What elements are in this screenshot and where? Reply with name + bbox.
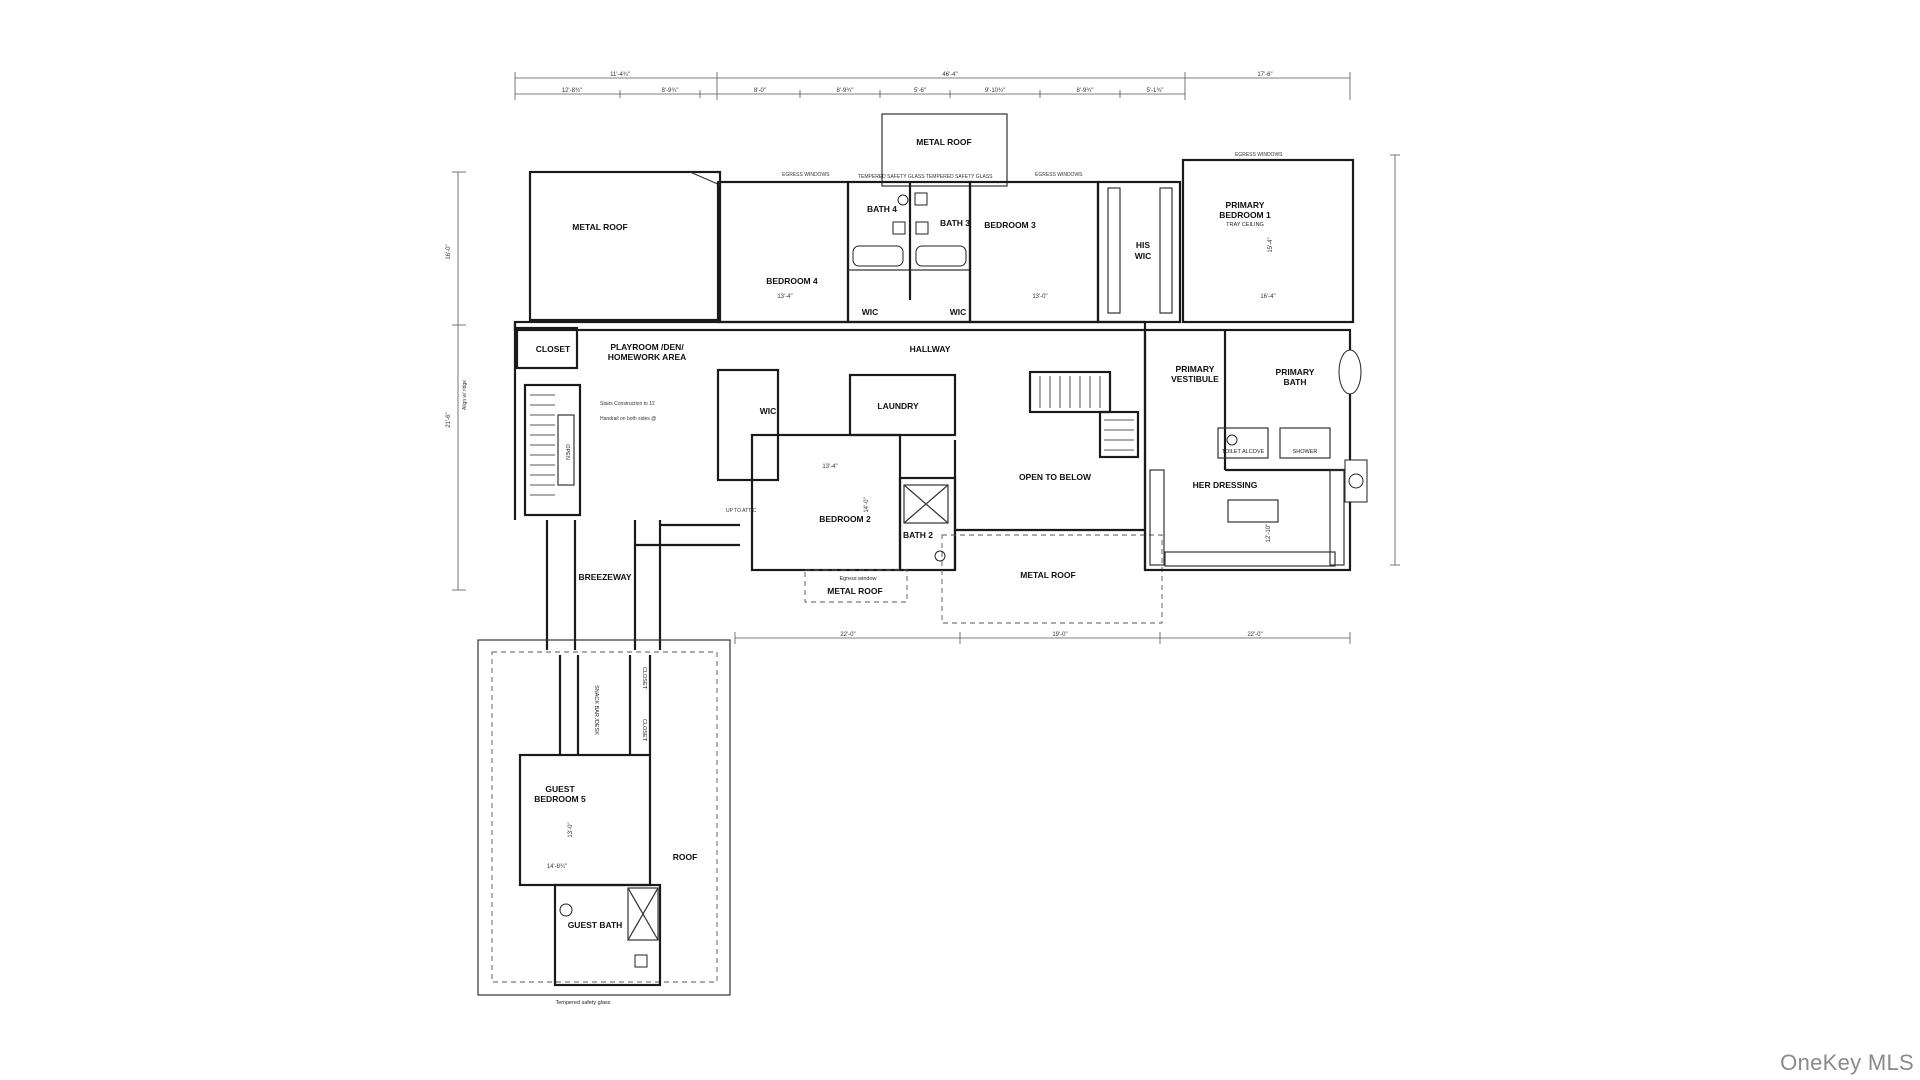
metal-roof-left: METAL ROOF: [528, 170, 722, 322]
center-core: WIC LAUNDRY BEDROOM 2 13'-4" 14'-0" BATH…: [716, 330, 1147, 572]
metal-roof-mid: METAL ROOF Egress window METAL ROOF: [804, 534, 1163, 624]
top-dimension-lines: 11'-4¾" 46'-4" 17'-6" 12'-8¾" 8'-9¾" 8'-…: [514, 72, 1351, 100]
egress-window-note: Egress window: [840, 576, 877, 582]
watermark-logo: OneKey MLS: [1780, 1050, 1914, 1075]
dim-bottom-left: 22'-0": [840, 632, 855, 638]
wic-b-label: WIC: [950, 307, 967, 317]
primary-vestibule-label-1: PRIMARY: [1176, 364, 1215, 374]
metal-roof-mid-label: METAL ROOF: [1020, 570, 1075, 580]
bottom-dimension-lines: 22'-0" 19'-0" 22'-0": [734, 632, 1351, 644]
snack-bar-label: SNACK BAR /DESK: [593, 685, 599, 735]
wic-c-label: WIC: [760, 406, 777, 416]
dim-seg7: 8'-9¾": [1077, 88, 1094, 94]
pb1-dim: 16'-4": [1260, 294, 1275, 300]
playroom-label-1: PLAYROOM /DEN/: [610, 342, 684, 352]
shower-label: SHOWER: [1293, 449, 1318, 455]
hallway-label: HALLWAY: [910, 344, 951, 354]
dim-seg8: 5'-1¾": [1147, 88, 1164, 94]
bath3-label: BATH 3: [940, 218, 970, 228]
guest-bedroom-label-1: GUEST: [545, 784, 575, 794]
closet-b2-label: CLOSET: [641, 719, 647, 742]
primary-bedroom-label-1: PRIMARY: [1226, 200, 1265, 210]
metal-roof-left-label: METAL ROOF: [572, 222, 627, 232]
main-walls: BEDROOM 4 13'-4" EGRESS WINDOWS BATH 4 B…: [462, 152, 1355, 520]
dim-seg6: 9'-10¾": [985, 88, 1005, 94]
her-dressing-label: HER DRESSING: [1193, 480, 1258, 490]
dim-seg5: 5'-6": [914, 88, 926, 94]
dim-left-h: 16'-0": [446, 244, 452, 259]
wic-a-label: WIC: [862, 307, 879, 317]
guest-wing: ROOF SNACK BAR /DESK CLOSET CLOSET GUEST…: [477, 639, 731, 1006]
stairs-note-1: Stairs Construction to 11': [600, 401, 655, 407]
open-to-below-label: OPEN TO BELOW: [1019, 472, 1092, 482]
dim-top-right: 17'-6": [1257, 72, 1272, 78]
closet-b1-label: CLOSET: [641, 667, 647, 690]
bedroom2-label: BEDROOM 2: [819, 514, 871, 524]
dim-bottom-mid: 19'-0": [1052, 632, 1067, 638]
primary-bath-label-1: PRIMARY: [1276, 367, 1315, 377]
guest-dim: 14'-8¾": [547, 864, 567, 870]
egress-windows-a: EGRESS WINDOWS: [782, 172, 830, 178]
bed4-dim: 13'-4": [777, 294, 792, 300]
dim-top-total: 46'-4": [942, 72, 957, 78]
primary-vestibule-label-2: VESTIBULE: [1171, 374, 1219, 384]
left-dimension-lines: 16'-0" 21'-6": [446, 154, 1400, 591]
dim-seg1: 12'-8¾": [562, 88, 582, 94]
guest-dim-h: 13'-0": [568, 822, 574, 837]
bed2-dim-h: 14'-0": [864, 497, 870, 512]
primary-bedroom-label-2: BEDROOM 1: [1219, 210, 1271, 220]
bed3-dim: 13'-0": [1032, 294, 1047, 300]
tempered-glass-note: TEMPERED SAFETY GLASS TEMPERED SAFETY GL…: [858, 174, 993, 180]
right-block: PRIMARY VESTIBULE PRIMARY BATH TOILET AL…: [1143, 328, 1368, 572]
dim-seg2: 8'-9¾": [662, 88, 679, 94]
metal-roof-top-label: METAL ROOF: [916, 137, 971, 147]
bath2-label: BATH 2: [903, 530, 933, 540]
his-wic-label-1: HIS: [1136, 240, 1151, 250]
breezeway-label: BREEZEWAY: [578, 572, 631, 582]
dim-top-left: 11'-4¾": [610, 72, 630, 78]
guest-bedroom-label-2: BEDROOM 5: [534, 794, 586, 804]
align-ridge-note: Align w/ ridge: [462, 380, 468, 410]
tray-ceiling-label: TRAY CEILING: [1226, 222, 1264, 228]
dim-seg3: 8'-0": [754, 88, 766, 94]
bed2-dim: 13'-4": [822, 464, 837, 470]
dim-left-h2: 21'-6": [446, 412, 452, 427]
left-stair-treads: [530, 394, 555, 496]
dim-bottom-right: 22'-0": [1247, 632, 1262, 638]
bedroom4-label: BEDROOM 4: [766, 276, 818, 286]
her-dim: 12'-10": [1266, 524, 1272, 543]
his-wic-label-2: WIC: [1135, 251, 1152, 261]
metal-roof-small-label: METAL ROOF: [827, 586, 882, 596]
metal-roof-top: METAL ROOF: [881, 113, 1008, 187]
dim-seg4: 8'-9¾": [837, 88, 854, 94]
open-note: OPEN: [564, 444, 570, 460]
playroom-label-2: HOMEWORK AREA: [608, 352, 687, 362]
stairs-note-2: Handrail on both sides @: [600, 416, 656, 422]
bedroom3-label: BEDROOM 3: [984, 220, 1036, 230]
tempered-safety-glass-note: Tempered safety glass: [555, 1000, 610, 1006]
guest-bath-label: GUEST BATH: [568, 920, 623, 930]
closet-label: CLOSET: [536, 344, 571, 354]
bath4-label: BATH 4: [867, 204, 897, 214]
up-to-attic-label: UP TO ATTIC: [726, 508, 757, 514]
egress-windows-b: EGRESS WINDOWS: [1035, 172, 1083, 178]
breezeway: BREEZEWAY: [545, 520, 740, 650]
egress-windows-c: EGRESS WINDOWS: [1235, 152, 1283, 158]
laundry-label: LAUNDRY: [877, 401, 919, 411]
primary-bath-label-2: BATH: [1284, 377, 1307, 387]
pb1-dim-h: 15'-4": [1268, 237, 1274, 252]
roof-label: ROOF: [673, 852, 698, 862]
toilet-alcove-label: TOILET ALCOVE: [1222, 449, 1265, 455]
